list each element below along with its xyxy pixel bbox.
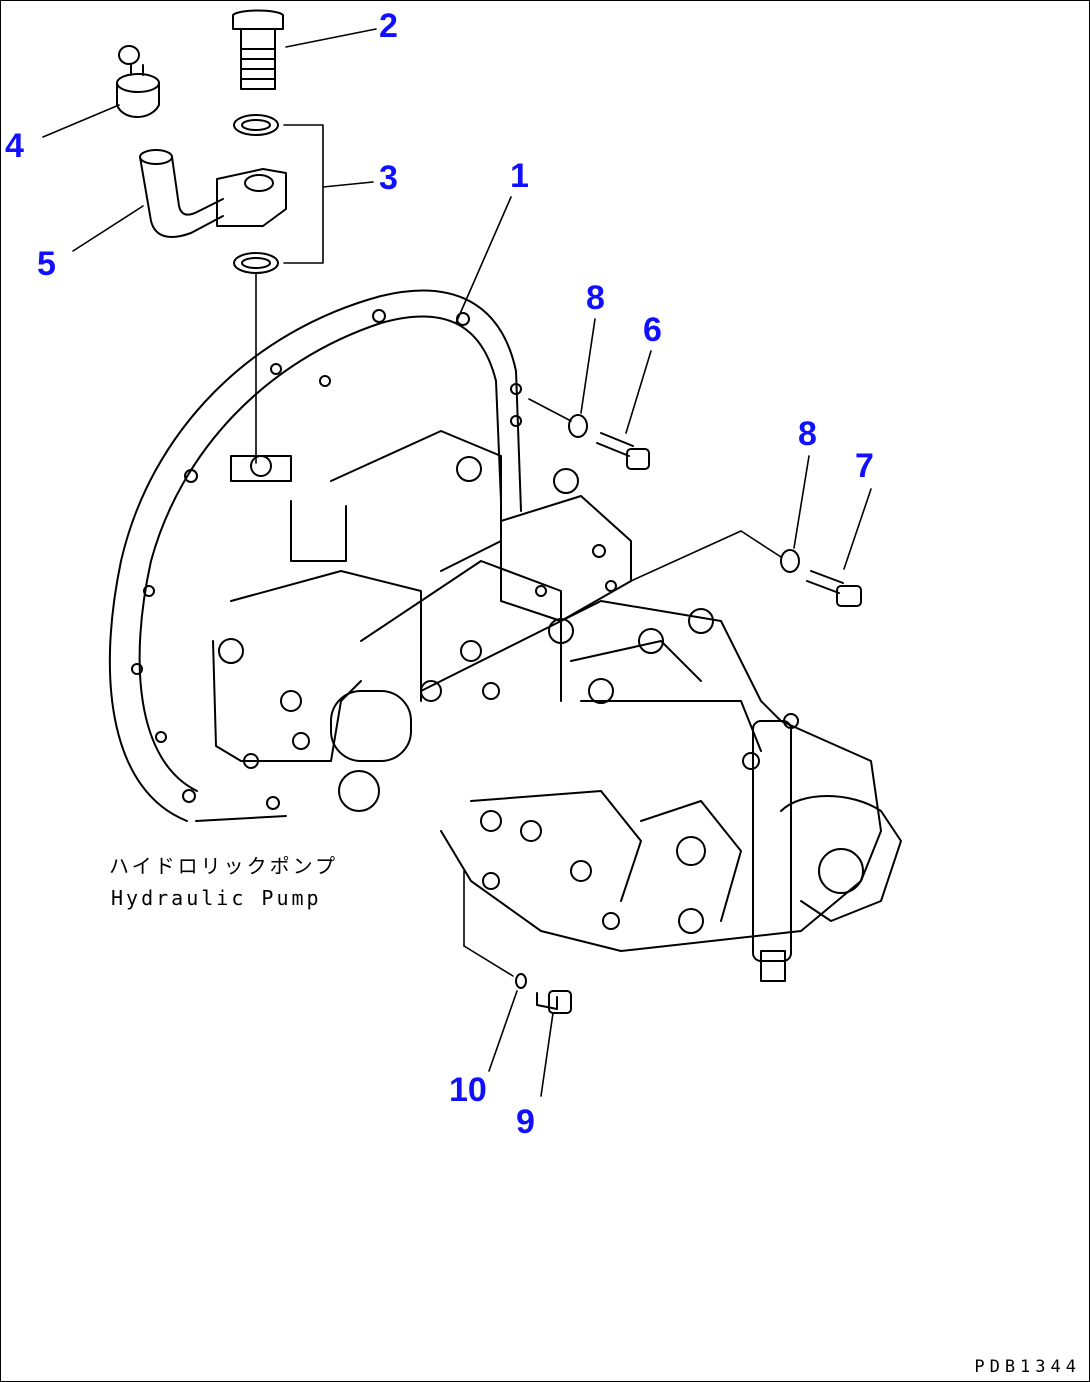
part-9-plug <box>536 990 572 1014</box>
part-3-o-rings <box>233 114 279 274</box>
part-6-bolt <box>596 432 650 470</box>
part-5-pipe <box>139 149 287 238</box>
diagram-code: PDB1344 <box>974 1357 1081 1377</box>
callout-8-upper: 8 <box>586 279 605 317</box>
callout-6: 6 <box>643 311 662 349</box>
caption-japanese: ハイドロリックポンプ <box>109 854 338 878</box>
part-4-breather-cap <box>116 45 160 118</box>
part-8-washers <box>568 414 800 573</box>
flywheel-housing <box>108 289 522 822</box>
callout-10: 10 <box>449 1071 487 1109</box>
callout-9: 9 <box>516 1103 535 1141</box>
callout-4: 4 <box>5 127 24 165</box>
part-2-plug <box>232 9 284 90</box>
caption-english: Hydraulic Pump <box>111 886 322 910</box>
callout-3: 3 <box>379 159 398 197</box>
callout-2: 2 <box>379 7 398 45</box>
callout-8-lower: 8 <box>798 415 817 453</box>
callout-1: 1 <box>510 157 529 195</box>
callout-5: 5 <box>37 245 56 283</box>
pump-body <box>212 430 902 982</box>
callout-7: 7 <box>855 447 874 485</box>
part-7-bolt <box>806 570 862 607</box>
part-10-o-ring <box>515 973 527 989</box>
leader-lines <box>42 28 872 1097</box>
